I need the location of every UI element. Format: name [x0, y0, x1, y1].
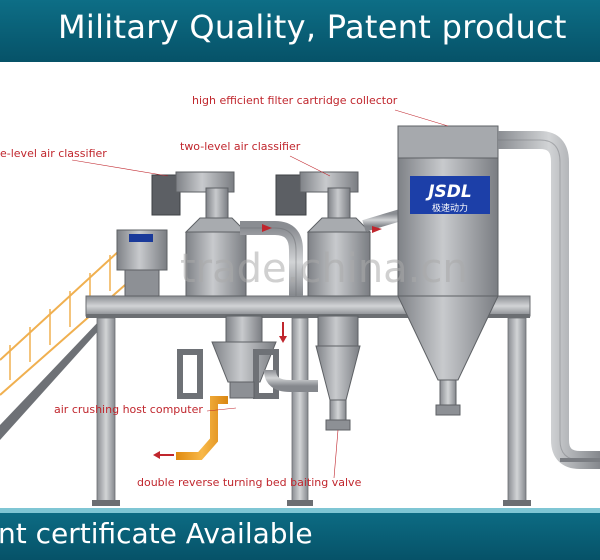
filter-cartridge-collector: JSDL 极速动力	[397, 125, 499, 416]
machine-illustration: JSDL 极速动力	[0, 109, 600, 506]
label-crushing-host: air crushing host computer	[54, 403, 203, 416]
feed-pipe	[176, 396, 228, 460]
brand-logo: JSDL	[425, 182, 472, 202]
second-air-classifier	[275, 171, 372, 297]
label-one-level-classifier: e-level air classifier	[0, 147, 107, 160]
brand-subtitle: 极速动力	[432, 202, 468, 214]
cyclone-separator	[315, 315, 361, 431]
footer-text: nt certificate Available	[0, 517, 313, 550]
footer-banner: nt certificate Available	[0, 508, 600, 560]
watermark: trade.china.cn	[180, 246, 468, 292]
page-title: Military Quality, Patent product	[58, 8, 567, 46]
label-baiting-valve: double reverse turning bed baiting valve	[137, 476, 362, 489]
label-two-level-classifier: two-level air classifier	[180, 140, 301, 153]
header-banner: Military Quality, Patent product	[0, 0, 600, 62]
first-air-classifier	[151, 171, 248, 297]
label-filter-collector: high efficient filter cartridge collecto…	[192, 94, 398, 107]
control-cabinet	[116, 229, 168, 297]
callout-lines	[71, 109, 449, 479]
crushing-host	[177, 315, 279, 399]
flow-arrows	[153, 322, 287, 459]
